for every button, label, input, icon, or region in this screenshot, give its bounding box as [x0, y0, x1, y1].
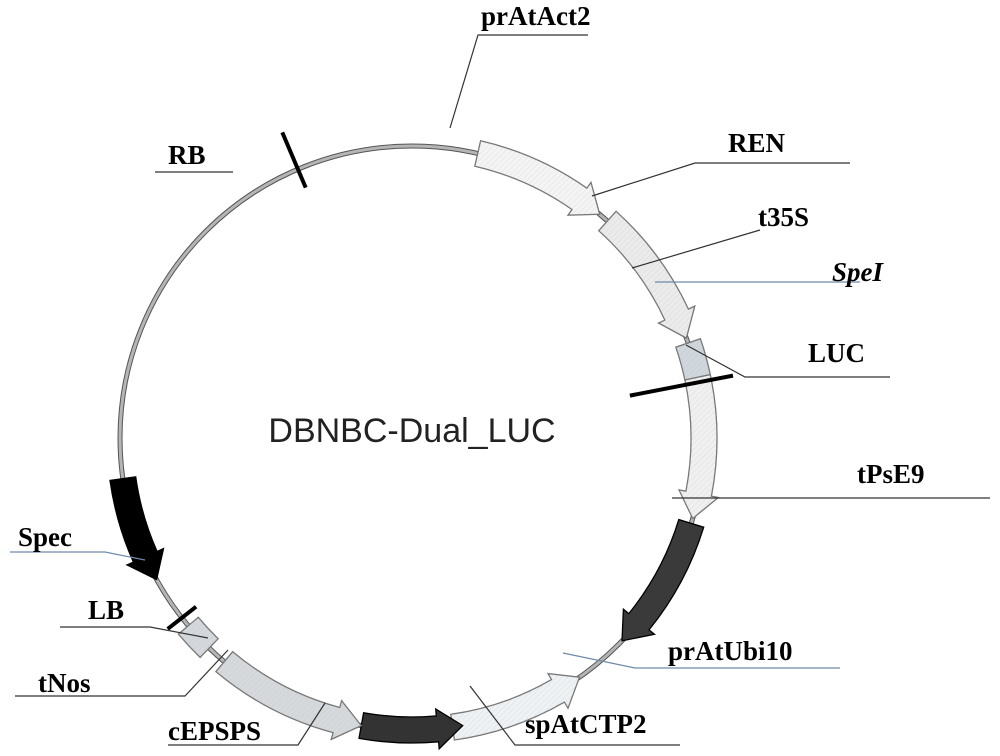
- feature-pratact2-texture: [474, 140, 600, 216]
- label-t35s: t35S: [758, 202, 809, 232]
- leader-cepsps: [168, 702, 326, 746]
- leader-lines: [10, 34, 990, 746]
- label-cepsps: cEPSPS: [168, 716, 261, 746]
- label-pratact2: prAtAct2: [481, 1, 590, 31]
- label-spec: Spec: [18, 522, 72, 552]
- label-lb: LB: [88, 595, 124, 625]
- leader-pratubi10: [562, 652, 840, 669]
- label-pratubi10: prAtUbi10: [668, 636, 793, 666]
- label-rb: RB: [168, 140, 206, 170]
- rb-site-tick: [280, 131, 308, 189]
- feature-t35s-texture: [675, 338, 711, 380]
- label-tnos: tNos: [38, 668, 91, 698]
- leader-pratact2: [449, 34, 588, 129]
- feature-spec: [109, 476, 165, 581]
- spei-site-tick: [629, 373, 734, 398]
- feature-cepsps-texture: [215, 651, 362, 740]
- feature-spatctp2: [358, 707, 464, 751]
- leader-t35s: [631, 229, 761, 269]
- label-ren: REN: [728, 128, 786, 158]
- leader-ren: [591, 162, 850, 197]
- plasmid-name: DBNBC-Dual_LUC: [268, 412, 555, 450]
- feature-pratubi10-texture: [450, 673, 580, 740]
- leader-spec: [10, 551, 146, 561]
- lb-site-tick: [166, 605, 198, 631]
- label-spei: SpeI: [832, 257, 885, 287]
- feature-luc-texture: [679, 374, 719, 519]
- feature-tpse9: [621, 518, 705, 642]
- label-luc: LUC: [808, 338, 865, 368]
- leader-luc: [685, 344, 890, 378]
- label-tpse9: tPsE9: [857, 459, 925, 489]
- label-spatctp2: spAtCTP2: [525, 709, 647, 739]
- leader-spatctp2: [469, 685, 680, 746]
- feature-layer: [109, 140, 720, 751]
- feature-ren-texture: [598, 211, 695, 339]
- feature-tnos-texture: [178, 617, 219, 658]
- leader-lb: [60, 626, 209, 639]
- leader-tnos: [15, 649, 229, 697]
